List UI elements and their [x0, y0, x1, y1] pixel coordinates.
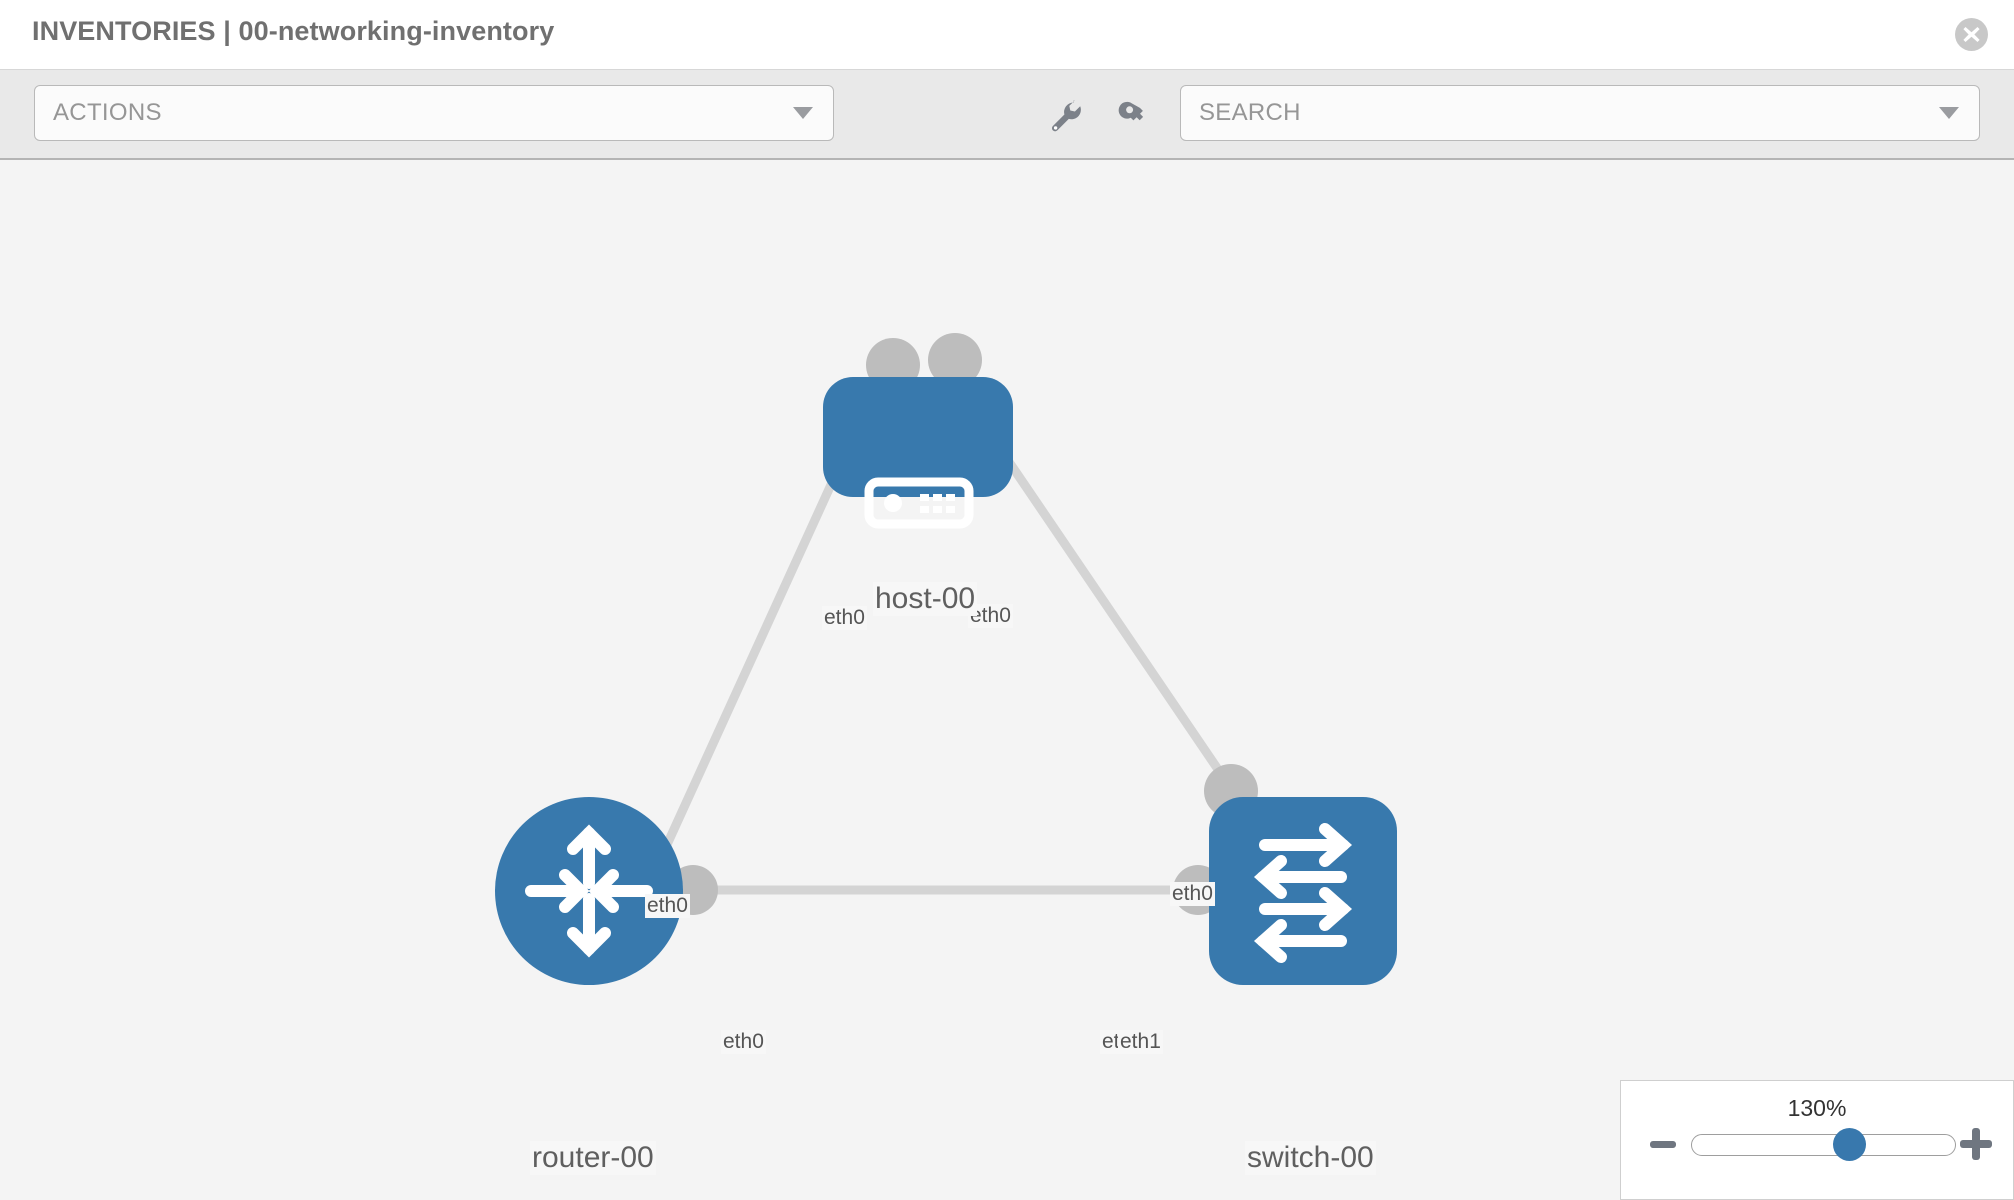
close-button[interactable]	[1955, 18, 1988, 51]
toolbar: ACTIONS SEARCH	[0, 70, 2014, 160]
search-placeholder: SEARCH	[1199, 99, 1301, 126]
close-icon	[1963, 27, 1980, 42]
chevron-down-icon	[1939, 107, 1959, 119]
node-label-router-00: router-00	[530, 1141, 656, 1175]
iface-router-right: eth0	[721, 1030, 766, 1054]
iface-host-left: eth0	[822, 606, 867, 630]
node-host-00[interactable]	[823, 377, 1013, 529]
actions-dropdown-label: ACTIONS	[53, 99, 162, 126]
node-switch-00[interactable]	[1209, 797, 1397, 985]
search-input[interactable]: SEARCH	[1180, 85, 1980, 141]
key-button[interactable]	[1116, 96, 1156, 136]
wrench-icon	[1051, 100, 1081, 132]
zoom-out-button[interactable]	[1649, 1131, 1677, 1159]
zoom-slider-thumb[interactable]	[1833, 1128, 1867, 1161]
zoom-in-button[interactable]	[1959, 1127, 1993, 1161]
connector-host00-right[interactable]	[928, 333, 982, 387]
node-router-00[interactable]	[495, 797, 683, 985]
chevron-down-icon	[793, 107, 813, 119]
page-title: INVENTORIES | 00-networking-inventory	[32, 16, 555, 46]
iface-switch-upper: eth0	[1170, 882, 1215, 906]
iface-host-right: eth0	[968, 604, 1013, 628]
minus-icon	[1650, 1141, 1676, 1148]
zoom-slider[interactable]	[1691, 1128, 1956, 1161]
router-arrows-icon	[525, 824, 653, 958]
topology-graph	[495, 333, 1397, 985]
page-header: INVENTORIES | 00-networking-inventory	[0, 0, 2014, 70]
actions-dropdown[interactable]: ACTIONS	[34, 85, 834, 141]
zoom-control-panel: 130%	[1620, 1080, 2014, 1200]
iface-switch-left: eth1	[1118, 1030, 1163, 1054]
node-label-switch-00: switch-00	[1245, 1141, 1376, 1175]
plus-icon	[1960, 1128, 1992, 1160]
wrench-button[interactable]	[1046, 96, 1086, 136]
zoom-level-label: 130%	[1787, 1095, 1847, 1121]
iface-router-upper: eth0	[645, 894, 690, 918]
switch-arrows-icon	[1253, 823, 1353, 963]
server-icon	[864, 477, 974, 529]
node-label-host-00: host-00	[873, 582, 978, 616]
topology-canvas[interactable]: host-00 router-00 switch-00 eth0 eth0 et…	[0, 160, 2014, 1200]
key-icon	[1118, 101, 1144, 121]
